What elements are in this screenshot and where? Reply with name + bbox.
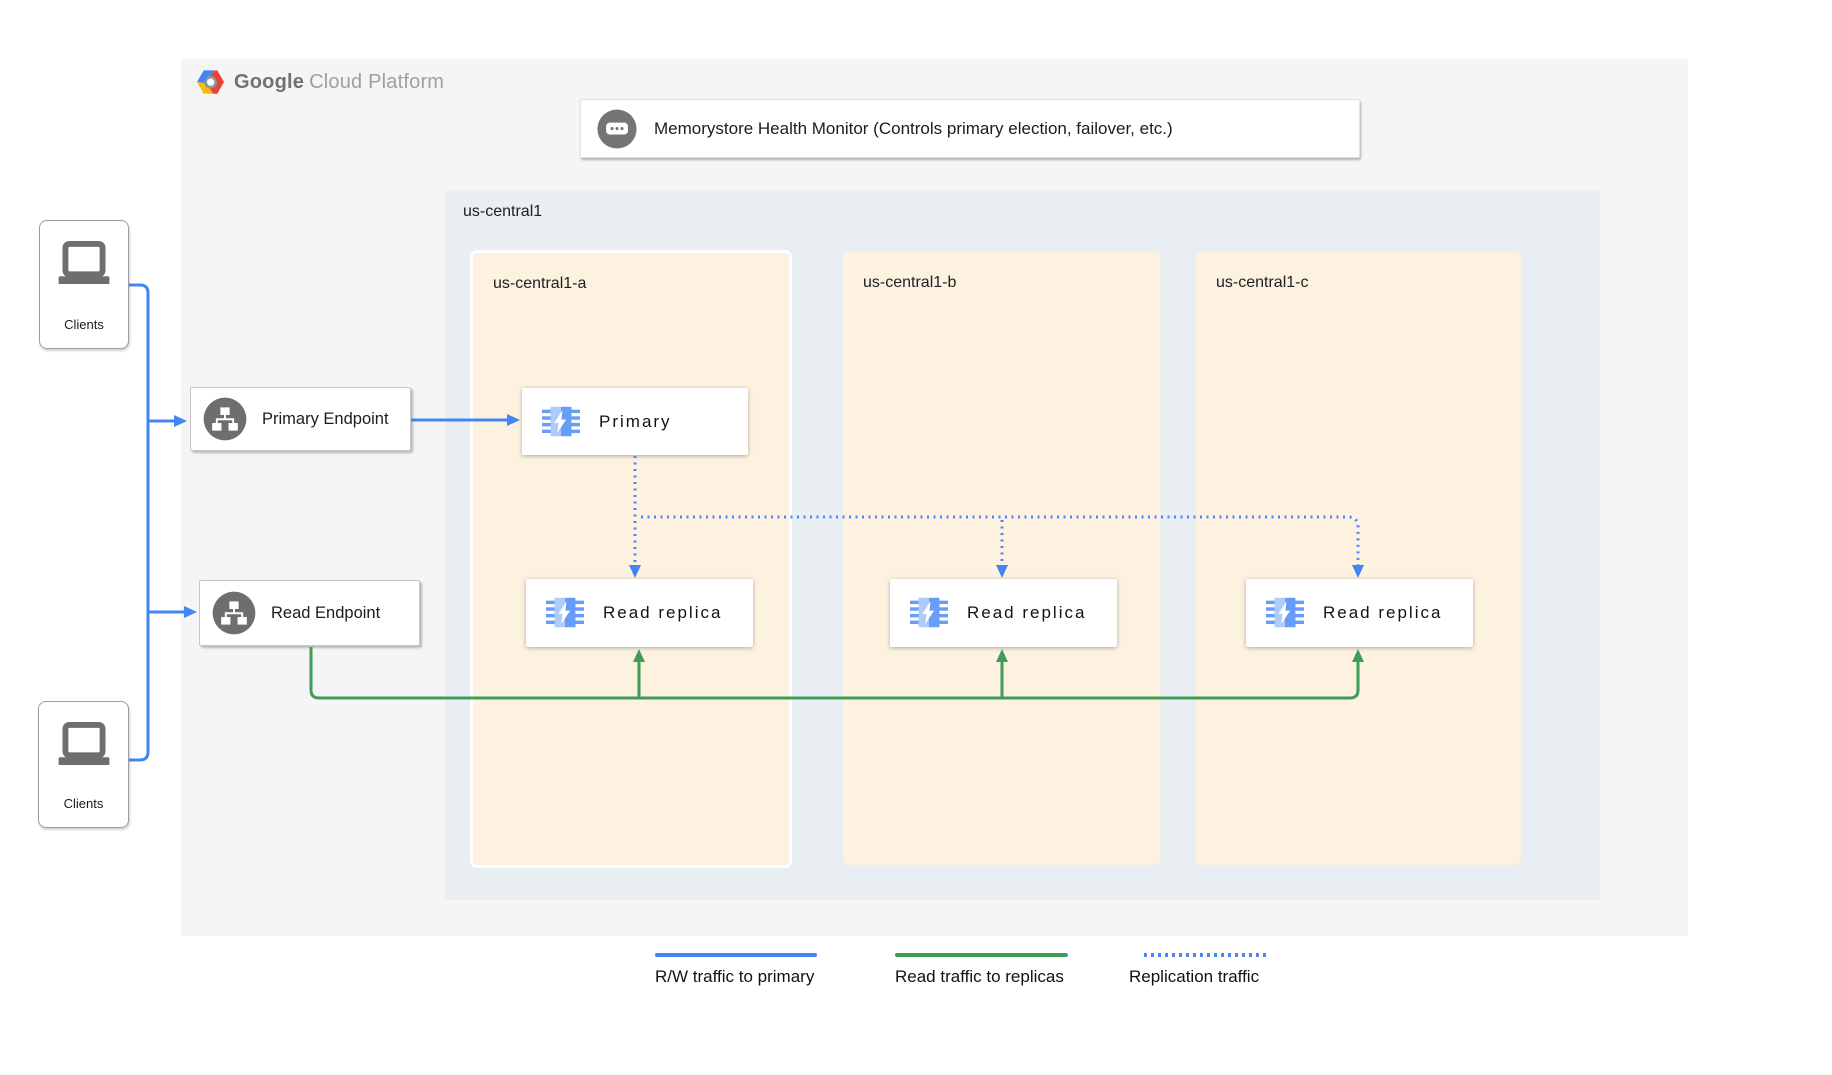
clients-bottom-box: Clients [38, 701, 129, 828]
read-endpoint-box: Read Endpoint [199, 580, 420, 646]
rw-traffic-trunk-line [129, 283, 150, 762]
primary-node-box: Primary [522, 388, 748, 455]
legend-read-traffic: Read traffic to replicas [895, 953, 1073, 987]
legend-rw-traffic: R/W traffic to primary [655, 953, 823, 987]
legend-replication-line [1144, 953, 1266, 957]
clients-bottom-label: Clients [63, 796, 104, 811]
memorystore-icon [1266, 597, 1304, 628]
read-replica-a-label: Read replica [603, 603, 723, 622]
legend-rw-line [655, 953, 817, 957]
primary-node-label: Primary [599, 411, 672, 431]
legend-read-line [895, 953, 1068, 957]
read-replica-b-label: Read replica [967, 603, 1087, 622]
brand-cloud-platform: Cloud Platform [309, 71, 445, 93]
gcp-hexagon-icon [197, 70, 224, 94]
read-replica-b-box: Read replica [890, 579, 1117, 647]
read-replica-c-label: Read replica [1323, 603, 1443, 622]
brand-google: Google [234, 71, 305, 93]
zone-b-label: us-central1-b [863, 274, 957, 291]
read-replica-c-box: Read replica [1246, 579, 1473, 647]
legend-replication-label: Replication traffic [1129, 967, 1260, 986]
memorystore-icon [910, 597, 948, 628]
legend-replication-traffic: Replication traffic [1129, 953, 1281, 987]
region-label: us-central1 [463, 203, 543, 220]
legend-rw-label: R/W traffic to primary [655, 967, 815, 986]
zone-c-label: us-central1-c [1216, 274, 1309, 291]
network-endpoint-icon [203, 397, 247, 441]
zone-us-central1-a: us-central1-a [470, 250, 792, 868]
laptop-icon [58, 722, 109, 766]
clients-top-box: Clients [39, 220, 129, 349]
memorystore-icon [546, 597, 584, 628]
legend-read-label: Read traffic to replicas [895, 967, 1064, 986]
health-monitor-icon [597, 108, 637, 149]
read-endpoint-label: Read Endpoint [271, 603, 381, 622]
network-endpoint-icon [212, 591, 256, 635]
zone-a-label: us-central1-a [493, 275, 587, 292]
memorystore-icon [542, 406, 580, 436]
health-monitor-box: Memorystore Health Monitor (Controls pri… [580, 99, 1360, 158]
region-us-central1: us-central1 us-central1-a us-central1-b … [445, 190, 1600, 900]
read-replica-a-box: Read replica [526, 579, 753, 647]
health-monitor-label: Memorystore Health Monitor (Controls pri… [654, 118, 1173, 138]
primary-endpoint-box: Primary Endpoint [190, 387, 411, 451]
zone-us-central1-c: us-central1-c [1196, 252, 1521, 865]
primary-endpoint-label: Primary Endpoint [262, 409, 389, 428]
zone-us-central1-b: us-central1-b [843, 252, 1160, 865]
laptop-icon [58, 241, 110, 285]
clients-top-label: Clients [64, 317, 104, 332]
